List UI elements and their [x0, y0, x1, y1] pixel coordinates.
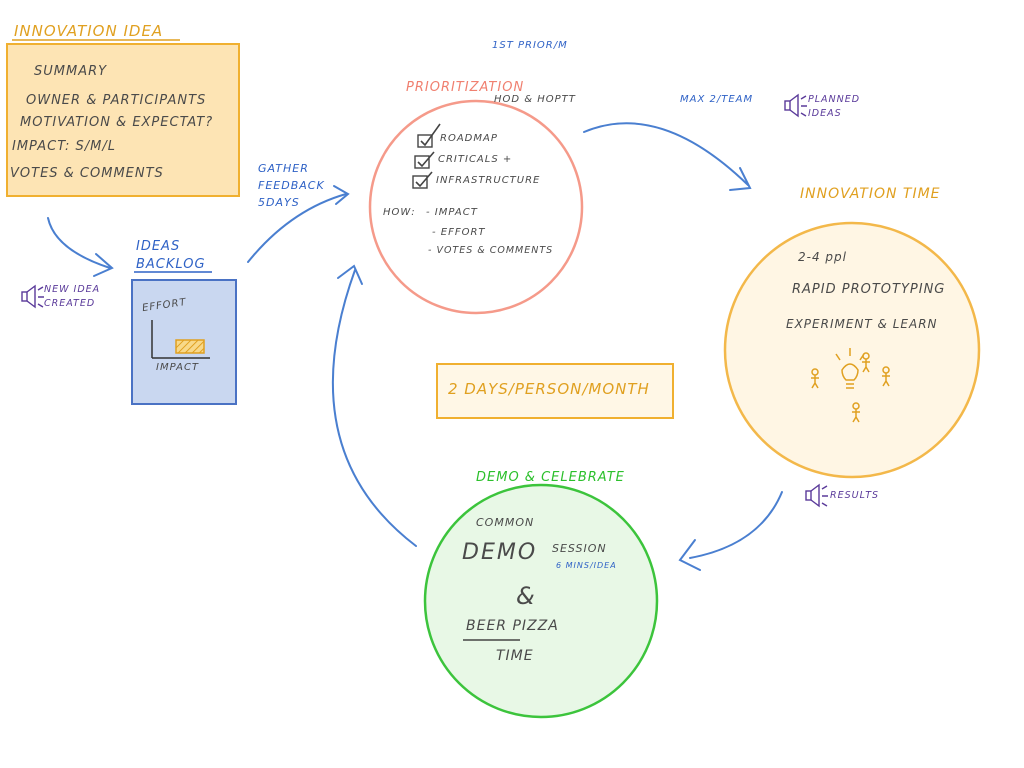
prioritization-how-effort: - Effort: [432, 227, 486, 238]
ideas-backlog-title: Ideas Backlog: [136, 239, 206, 272]
demo-word: Demo: [462, 540, 538, 565]
prioritization-cadence: 1st Prior/M: [492, 40, 568, 51]
idea-item-owner: Owner & Participants: [26, 93, 207, 108]
checkbox-infrastructure: [412, 171, 433, 189]
innovation-time-people: 2-4 ppl: [798, 250, 847, 264]
arrow-idea-to-backlog-head: [93, 253, 114, 277]
arrow-demo-to-prioritization-head: [337, 264, 363, 285]
idea-item-impact: Impact: S/M/L: [12, 139, 116, 154]
arrow-time-to-demo: [689, 491, 783, 559]
arrow-backlog-to-prioritization: [247, 193, 347, 263]
prioritization-check-infrastructure: Infrastructure: [436, 175, 541, 186]
innovation-time-circle: [723, 221, 981, 479]
idea-item-votes: Votes & Comments: [10, 166, 164, 181]
megaphone-icon-planned: [784, 93, 807, 118]
idea-item-summary: Summary: [34, 64, 108, 79]
checkbox-roadmap: [417, 123, 441, 148]
prioritization-how-label: How:: [383, 207, 416, 218]
prioritization-check-criticals: Criticals +: [438, 154, 513, 165]
arrow-backlog-to-prioritization-head: [333, 185, 350, 205]
demo-common: Common: [476, 516, 535, 529]
megaphone-icon-results: [805, 483, 828, 508]
prioritization-check-roadmap: Roadmap: [440, 133, 498, 144]
megaphone-icon-new-idea: [21, 284, 44, 309]
prioritization-who: HoD & HoPTT: [494, 94, 576, 105]
days-note: 2 days/person/month: [448, 380, 650, 398]
demo-circle: [423, 483, 659, 719]
results-note: Results: [830, 490, 880, 501]
innovation-idea-box: [6, 43, 240, 197]
demo-title: Demo & Celebrate: [476, 470, 625, 485]
lightbulb-people-icon: [811, 348, 890, 423]
demo-time: Time: [496, 648, 534, 664]
prioritization-how-votes: - Votes & Comments: [428, 245, 554, 256]
demo-session: Session: [552, 542, 607, 555]
innovation-idea-title: Innovation Idea: [14, 22, 164, 40]
backlog-hatched-area: [175, 339, 205, 354]
demo-beer-pizza: Beer Pizza: [466, 618, 559, 634]
gather-feedback-note: Gather Feedback 5days: [258, 162, 325, 209]
backlog-impact-label: Impact: [156, 362, 200, 373]
demo-mins: 6 mins/idea: [556, 561, 617, 570]
innovation-time-title: Innovation Time: [800, 186, 941, 202]
planned-ideas-note: Planned ideas: [808, 94, 861, 119]
new-idea-note: New idea created: [44, 284, 101, 309]
days-note-box: [436, 363, 674, 419]
demo-ampersand: &: [516, 582, 536, 610]
arrow-time-to-demo-head: [678, 539, 701, 571]
arrow-prioritization-to-time: [583, 122, 749, 186]
checkbox-criticals: [414, 151, 435, 169]
flow-arrows: [47, 122, 783, 571]
innovation-time-line2: Experiment & Learn: [786, 317, 938, 331]
max-team-note: Max 2/team: [680, 94, 754, 105]
arrow-demo-to-prioritization: [331, 269, 417, 547]
arrow-idea-to-backlog: [47, 217, 111, 269]
idea-item-motivation: Motivation & Expectat?: [20, 115, 214, 130]
prioritization-how-impact: - Impact: [426, 207, 478, 218]
arrow-prioritization-to-time-head: [729, 167, 752, 191]
innovation-time-line1: Rapid Prototyping: [792, 282, 946, 297]
prioritization-circle: [368, 99, 584, 315]
prioritization-title: Prioritization: [406, 80, 525, 95]
